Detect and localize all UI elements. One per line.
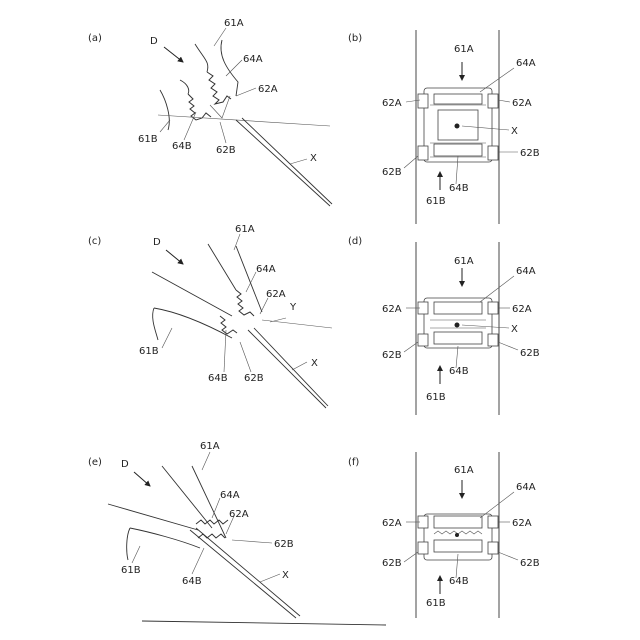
- panel-b-label-64A: 64A: [516, 58, 536, 69]
- panel-b-label-64B: 64B: [449, 183, 469, 194]
- panel-c-label-64B: 64B: [208, 373, 228, 384]
- panel-a-label-61A: 61A: [224, 18, 244, 29]
- panel-f-label-62B-left: 62B: [382, 558, 402, 569]
- panel-b-label-62A-right: 62A: [512, 98, 532, 109]
- panel-f-label-64A: 64A: [516, 482, 536, 493]
- panel-e-label-62B: 62B: [274, 539, 294, 550]
- panel-c-label-62A: 62A: [266, 289, 286, 300]
- panel-b-label-62B-right: 62B: [520, 148, 540, 159]
- panel-f-needle-point: [455, 533, 459, 537]
- panel-d-label-62B-left: 62B: [382, 350, 402, 361]
- panel-a-tag: (a): [88, 33, 102, 44]
- panel-c: (c) D 61A 64A 62A Y 61B 64B 62B X: [88, 224, 332, 408]
- panel-f-label-62A-right: 62A: [512, 518, 532, 529]
- panel-e-jaw-upper: [162, 466, 226, 538]
- panel-e-teeth-upper: [196, 520, 228, 524]
- panel-f-label-61B: 61B: [426, 598, 446, 609]
- panel-c-jaw-lower: [152, 272, 232, 340]
- panel-f-teeth-upper: [434, 516, 482, 528]
- panel-b-needle-point: [455, 124, 460, 129]
- panel-f: (f) 61A 64A 62A 62A 62B 62B 64B 61B: [348, 452, 540, 618]
- panel-c-label-Y: Y: [289, 302, 297, 313]
- panel-e-jaw-lower: [108, 504, 200, 560]
- panel-a-label-64B: 64B: [172, 141, 192, 152]
- panel-a-label-61B: 61B: [138, 134, 158, 145]
- panel-e-label-61A: 61A: [200, 441, 220, 452]
- panel-d-label-62A-right: 62A: [512, 304, 532, 315]
- panel-c-label-61B: 61B: [139, 346, 159, 357]
- panel-d-label-61B: 61B: [426, 392, 446, 403]
- panel-b-label-62A-left: 62A: [382, 98, 402, 109]
- panel-b-label-62B-left: 62B: [382, 167, 402, 178]
- panel-d: (d) 61A 64A 62A 62A X 62B 62B 64B 61B: [348, 236, 540, 415]
- panel-d-tag: (d): [348, 236, 362, 247]
- panel-a-label-62A: 62A: [258, 84, 278, 95]
- panel-e-teeth-lower: [198, 534, 225, 538]
- panel-a-label-D: D: [150, 36, 158, 47]
- panel-c-tag: (c): [88, 236, 101, 247]
- panel-d-label-64B: 64B: [449, 366, 469, 377]
- panel-e-label-64B: 64B: [182, 576, 202, 587]
- panel-c-label-D: D: [153, 237, 161, 248]
- panel-e-tag: (e): [88, 457, 102, 468]
- panel-d-label-62A-left: 62A: [382, 304, 402, 315]
- panel-e-label-61B: 61B: [121, 565, 141, 576]
- panel-e: (e) D 61A 64A 62A 62B 61B 64B X: [88, 441, 386, 625]
- panel-e-label-62A: 62A: [229, 509, 249, 520]
- panel-d-label-61A: 61A: [454, 256, 474, 267]
- panel-f-label-62B-right: 62B: [520, 558, 540, 569]
- panel-a: (a) D 61A 64A 62A 61B 64B 62B X: [88, 18, 332, 206]
- panel-c-teeth-upper: [236, 290, 254, 316]
- panel-c-label-61A: 61A: [235, 224, 255, 235]
- panel-a-label-64A: 64A: [243, 54, 263, 65]
- panel-b-teeth-lower: [434, 144, 482, 156]
- panel-d-label-X: X: [511, 324, 518, 335]
- panel-c-label-64A: 64A: [256, 264, 276, 275]
- panel-b-teeth-upper: [434, 94, 482, 104]
- panel-b-label-61A: 61A: [454, 44, 474, 55]
- panel-d-teeth-lower: [434, 332, 482, 344]
- panel-c-label-X: X: [311, 358, 318, 369]
- panel-d-teeth-upper: [434, 302, 482, 314]
- panel-c-teeth-lower: [220, 316, 237, 334]
- panel-e-label-X: X: [282, 570, 289, 581]
- panel-f-label-61A: 61A: [454, 465, 474, 476]
- panel-a-teeth-upper: [207, 72, 231, 104]
- panel-b-label-X: X: [511, 126, 518, 137]
- panel-e-label-D: D: [121, 459, 129, 470]
- panel-f-label-64B: 64B: [449, 576, 469, 587]
- panel-a-jaw-upper: [195, 40, 238, 96]
- panel-f-teeth-lower: [434, 540, 482, 552]
- panel-d-needle-point: [455, 323, 460, 328]
- panel-a-jaw-lower: [160, 80, 189, 130]
- panel-f-label-62A-left: 62A: [382, 518, 402, 529]
- panel-b: (b) 61A 64A 62A 62A X 62B 62B 64B 61B: [348, 30, 540, 224]
- panel-c-jaw-upper: [208, 244, 262, 312]
- panel-b-label-61B: 61B: [426, 196, 446, 207]
- panel-e-ground-line: [142, 621, 386, 625]
- panel-e-label-64A: 64A: [220, 490, 240, 501]
- panel-f-tag: (f): [348, 457, 359, 468]
- panel-a-direction-arrow: [164, 47, 183, 62]
- panel-d-label-64A: 64A: [516, 266, 536, 277]
- panel-c-label-62B: 62B: [244, 373, 264, 384]
- panel-a-teeth-lower: [188, 94, 211, 120]
- panel-e-direction-arrow: [134, 472, 150, 486]
- panel-a-label-X: X: [310, 153, 317, 164]
- panel-b-tag: (b): [348, 33, 362, 44]
- panel-a-label-62B: 62B: [216, 145, 236, 156]
- panel-d-label-62B-right: 62B: [520, 348, 540, 359]
- panel-c-direction-arrow: [166, 250, 183, 264]
- panel-a-needle: [236, 118, 332, 206]
